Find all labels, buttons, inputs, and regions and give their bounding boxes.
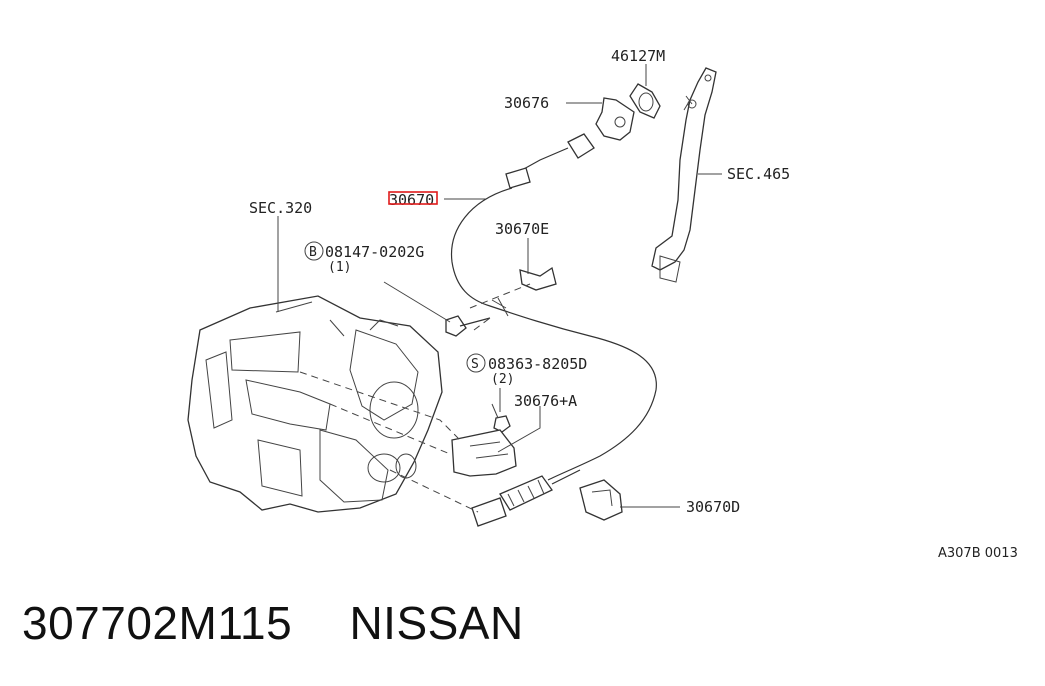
guide-line-bolt [299,371,461,441]
label-sec-320: SEC.320 [249,199,312,217]
label-sec-465: SEC.465 [727,165,790,183]
clutch-pedal[interactable] [651,67,717,283]
label-bolt-number: 08147-0202G [325,243,424,261]
bolt-symbol-circle [304,241,324,261]
figure-code: A307B 0013 [938,546,1018,561]
bracket-30676[interactable] [595,97,635,141]
brand-name: NISSAN [349,597,524,649]
guide-line-screw [473,317,491,331]
label-46127M: 46127M [611,47,665,65]
label-screw-number: 08363-8205D [488,355,587,373]
part-number: 307702M115 [22,597,293,649]
cable-lower-end[interactable] [471,469,581,527]
label-bolt-qty: (1) [328,260,351,275]
clutch-cable-30670[interactable] [450,187,657,481]
guide-line-end [389,469,479,513]
part-footer: 307702M115 NISSAN [22,596,524,662]
clip-30670D[interactable] [579,479,623,521]
cable-upper-end[interactable] [505,133,595,189]
label-30670E: 30670E [495,220,549,238]
label-30676: 30676 [504,94,549,112]
parts-diagram: 46127M 30676 SEC.465 30670 SEC.320 30670… [187,47,1018,561]
bracket-30676A[interactable] [451,429,517,477]
label-30676A: 30676+A [514,392,577,410]
screw-symbol-circle [466,353,486,373]
bolt-08147-0202G[interactable] [445,315,491,337]
label-screw-qty: (2) [491,372,514,387]
transmission[interactable] [187,295,443,513]
screw-symbol-letter: S [471,357,479,372]
clamp-30670E[interactable] [519,266,557,291]
bolt-symbol-letter: B [309,245,317,260]
gasket-46127M[interactable] [629,83,661,119]
label-30670D: 30670D [686,498,740,516]
label-30670[interactable]: 30670 [389,191,434,209]
highlight-box-30670 [388,191,438,205]
guide-line-clamp [469,283,531,309]
guide-line-bracket [329,403,451,455]
screw-08363-8205D[interactable] [491,403,511,433]
